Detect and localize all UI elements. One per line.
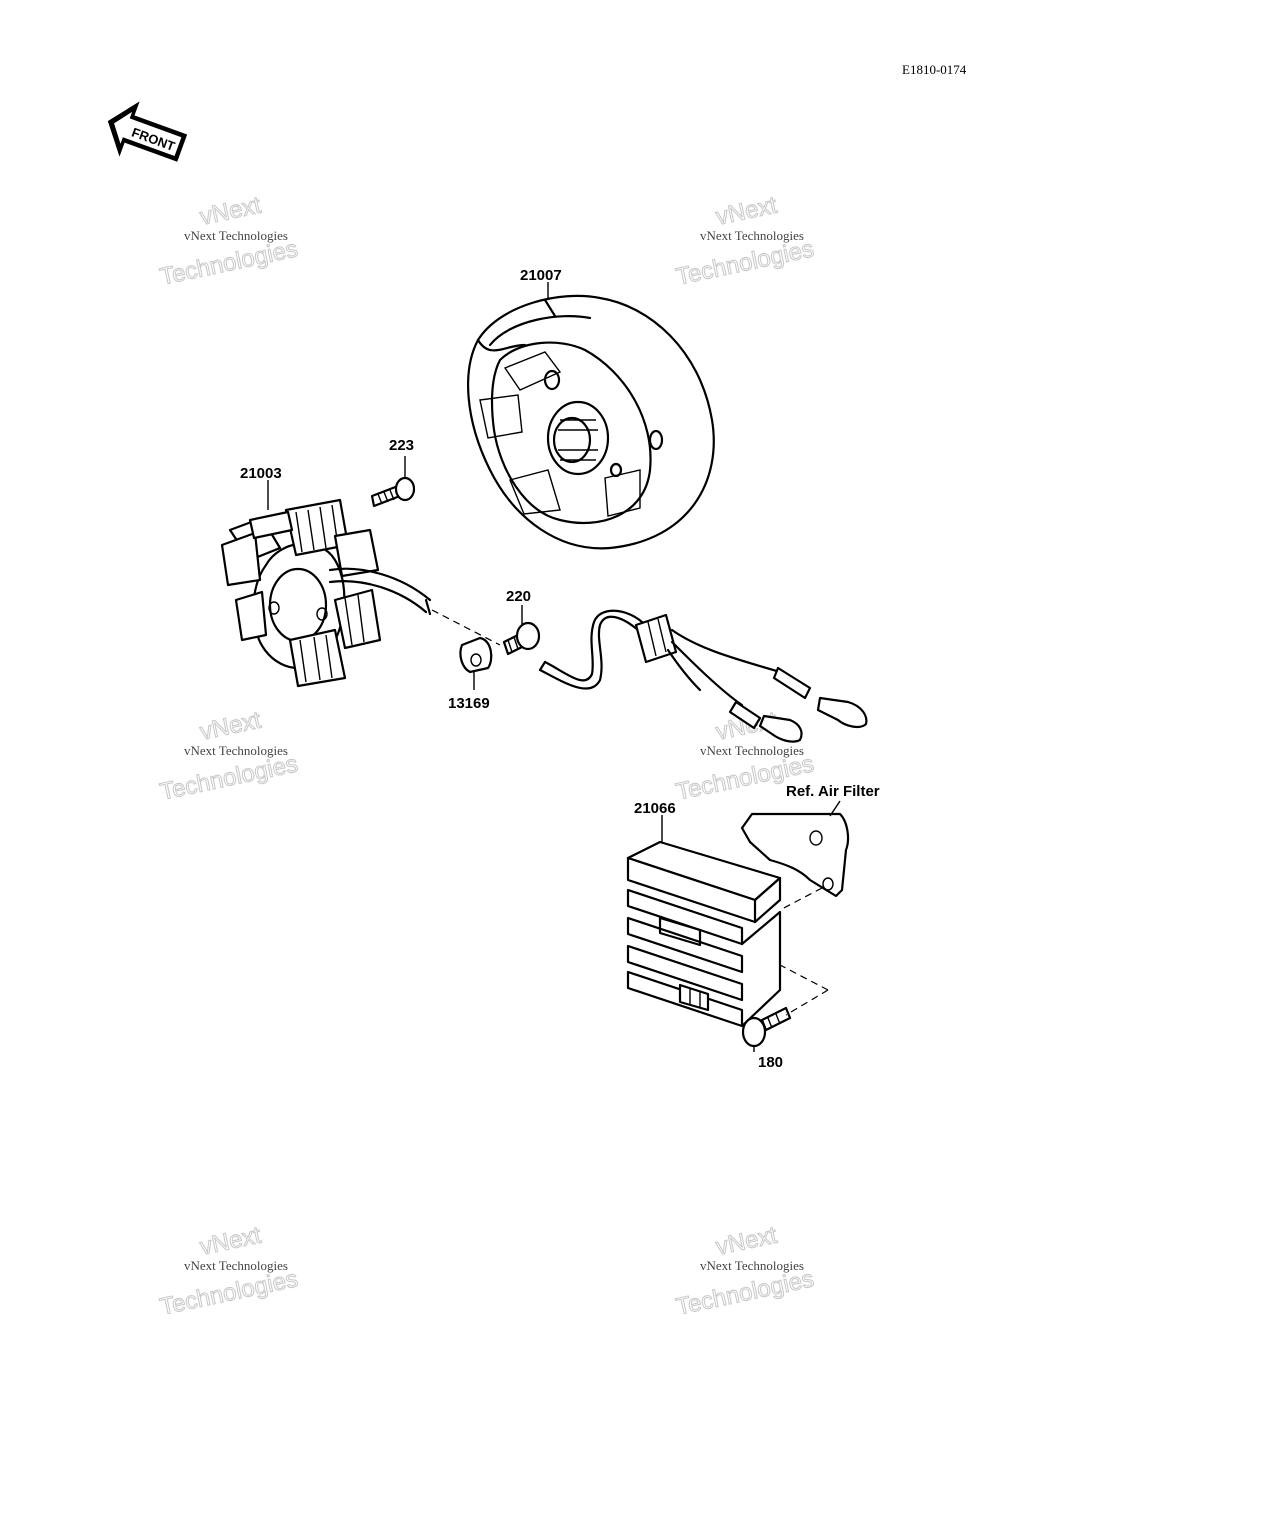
svg-text:vNext Technologies: vNext Technologies — [184, 1258, 288, 1273]
diagram-ref-code: E1810-0174 — [902, 62, 967, 77]
svg-text:Technologies: Technologies — [158, 1265, 301, 1321]
air-filter-bracket-part — [740, 812, 850, 898]
watermark-5: vNext vNext Technologies Technologies — [157, 1221, 301, 1321]
svg-text:vNext Technologies: vNext Technologies — [700, 228, 804, 243]
svg-text:vNext Technologies: vNext Technologies — [184, 228, 288, 243]
svg-text:vNext: vNext — [198, 192, 264, 231]
watermark-6: vNext vNext Technologies Technologies — [673, 1221, 817, 1321]
svg-text:Technologies: Technologies — [158, 235, 301, 291]
callout-21003: 21003 — [240, 465, 282, 482]
svg-text:vNext: vNext — [198, 707, 264, 746]
front-arrow-icon: FRONT — [107, 101, 188, 162]
wire-harness-part — [538, 609, 868, 743]
callout-180: 180 — [758, 1054, 783, 1071]
watermark-3: vNext vNext Technologies Technologies — [157, 706, 301, 806]
svg-text:vNext: vNext — [714, 192, 780, 231]
watermark-2: vNext vNext Technologies Technologies — [673, 191, 817, 291]
regulator-part — [626, 840, 782, 1028]
callout-21066: 21066 — [634, 800, 676, 817]
callout-ref-air-filter: Ref. Air Filter — [786, 783, 880, 800]
callout-223: 223 — [389, 437, 414, 454]
svg-text:Technologies: Technologies — [674, 1265, 817, 1321]
watermark-1: vNext vNext Technologies Technologies — [157, 191, 301, 291]
screw-223-part — [370, 476, 416, 508]
svg-text:Technologies: Technologies — [158, 750, 301, 806]
callout-21007: 21007 — [520, 267, 562, 284]
bolt-220-part — [502, 621, 541, 656]
svg-text:vNext Technologies: vNext Technologies — [184, 743, 288, 758]
svg-text:vNext: vNext — [198, 1222, 264, 1261]
bolt-180-part — [741, 1006, 792, 1048]
svg-text:vNext Technologies: vNext Technologies — [700, 743, 804, 758]
stator-part — [220, 498, 432, 688]
svg-text:vNext Technologies: vNext Technologies — [700, 1258, 804, 1273]
plate-13169-part — [459, 636, 493, 674]
flywheel-part — [467, 294, 715, 550]
svg-text:vNext: vNext — [714, 1222, 780, 1261]
callout-13169: 13169 — [448, 695, 490, 712]
callout-220: 220 — [506, 588, 531, 605]
svg-text:Technologies: Technologies — [674, 235, 817, 291]
